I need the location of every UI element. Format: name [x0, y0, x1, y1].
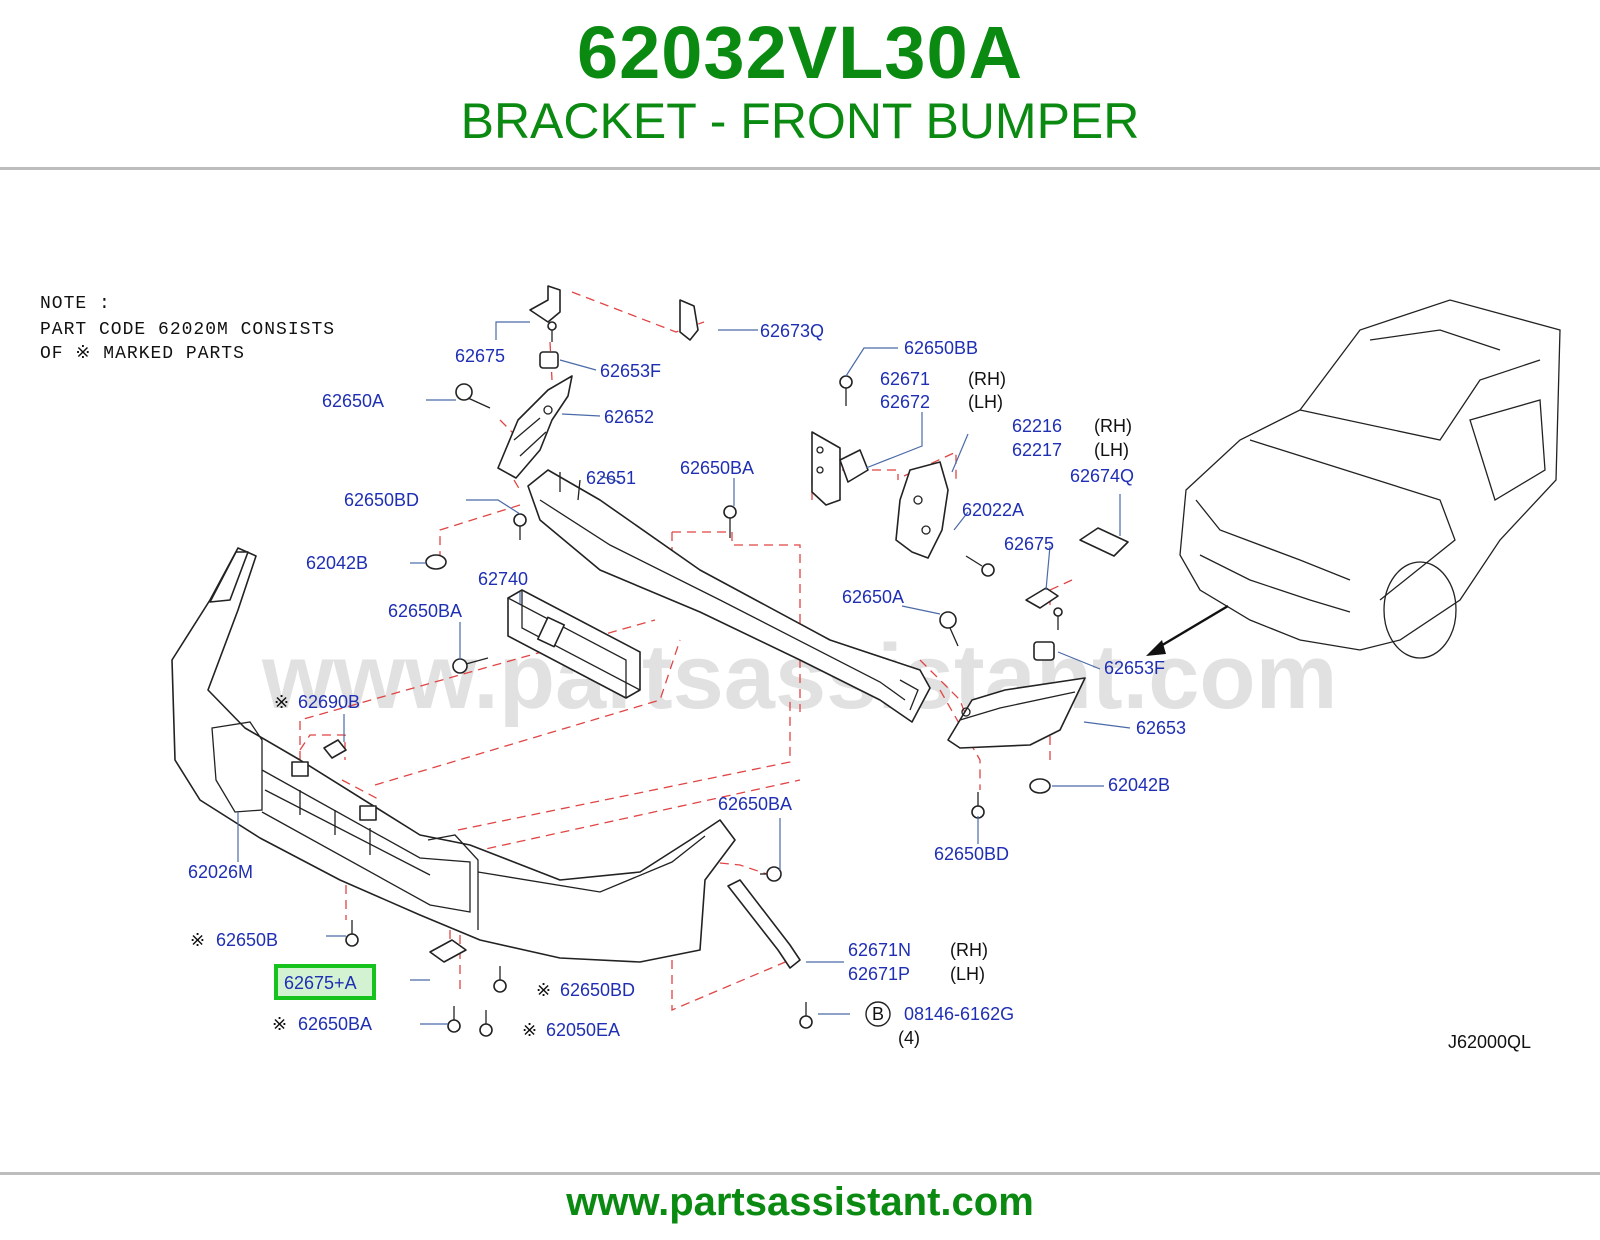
label-62653f-left[interactable]: 62653F — [600, 361, 661, 381]
bracket-62675-top — [529, 285, 561, 323]
label-62217[interactable]: 62217 — [1012, 440, 1062, 460]
label-62216[interactable]: 62216 — [1012, 416, 1062, 436]
label-62650bd-low[interactable]: 62650BD — [560, 980, 635, 1000]
label-rh-62216: (RH) — [1094, 416, 1132, 436]
leader-lines — [237, 321, 1131, 1025]
label-qty-four: (4) — [898, 1028, 920, 1048]
stay-62671 — [811, 431, 869, 506]
bottom-divider — [0, 1172, 1600, 1175]
label-lh-62671p: (LH) — [950, 964, 985, 984]
footer-url[interactable]: www.partsassistant.com — [566, 1180, 1034, 1224]
label-62650ba-bottom[interactable]: 62650BA — [298, 1014, 372, 1034]
direction-arrow-head — [1146, 640, 1166, 656]
star-62690b: ※ — [274, 692, 289, 712]
label-62650bd-right[interactable]: 62650BD — [934, 844, 1009, 864]
stay-62671n — [727, 879, 801, 969]
label-08146-6162g[interactable]: 08146-6162G — [904, 1004, 1014, 1024]
note-line-2: PART CODE 62020M CONSISTS — [40, 320, 335, 340]
label-62675-top[interactable]: 62675 — [455, 346, 505, 366]
label-62042b-right[interactable]: 62042B — [1108, 775, 1170, 795]
vehicle-outline — [1179, 299, 1561, 659]
label-62671n[interactable]: 62671N — [848, 940, 911, 960]
label-62675-right[interactable]: 62675 — [1004, 534, 1054, 554]
nut-62042b-left — [425, 554, 447, 570]
header: 62032VL30A BRACKET - FRONT BUMPER — [0, 0, 1600, 168]
bracket-62675a — [429, 939, 467, 963]
label-62650bb[interactable]: 62650BB — [904, 338, 978, 358]
stopper-62653f-left — [539, 351, 559, 369]
label-62650ba-top[interactable]: 62650BA — [680, 458, 754, 478]
highlight-box[interactable] — [274, 964, 376, 1000]
label-62652[interactable]: 62652 — [604, 407, 654, 427]
note-line-1: NOTE : — [40, 294, 111, 314]
label-62674q[interactable]: 62674Q — [1070, 466, 1134, 486]
label-62022a[interactable]: 62022A — [962, 500, 1024, 520]
label-62650a-mid[interactable]: 62650A — [842, 587, 904, 607]
side-bracket-62653 — [947, 677, 1086, 749]
star-62650ba-low: ※ — [272, 1014, 287, 1034]
bracket-62675-right — [1025, 587, 1059, 609]
star-62650b: ※ — [190, 930, 205, 950]
bumper-tab-left — [291, 761, 309, 777]
bolt-icons — [345, 321, 1063, 1037]
diagram-code: J62000QL — [1448, 1032, 1531, 1052]
label-62740[interactable]: 62740 — [478, 569, 528, 589]
nut-62042b-right — [1029, 778, 1051, 794]
reinforcement-62651 — [527, 469, 931, 723]
label-rh-62671n: (RH) — [950, 940, 988, 960]
label-62050ea[interactable]: 62050EA — [546, 1020, 620, 1040]
label-62673q[interactable]: 62673Q — [760, 321, 824, 341]
label-62690b[interactable]: 62690B — [298, 692, 360, 712]
side-bracket-62652 — [497, 375, 573, 479]
clip-62690b — [323, 739, 347, 759]
bracket-62674q — [1079, 527, 1129, 557]
direction-arrow — [1153, 604, 1229, 652]
star-62050ea: ※ — [522, 1020, 537, 1040]
label-rh-62671: (RH) — [968, 369, 1006, 389]
label-62026m[interactable]: 62026M — [188, 862, 253, 882]
bumper-tab-mid — [359, 805, 377, 821]
label-lh-62672: (LH) — [968, 392, 1003, 412]
label-62651[interactable]: 62651 — [586, 468, 636, 488]
bracket-62673q — [679, 299, 699, 341]
label-62653f-right[interactable]: 62653F — [1104, 658, 1165, 678]
label-62650b[interactable]: 62650B — [216, 930, 278, 950]
label-62671p[interactable]: 62671P — [848, 964, 910, 984]
part-number-title: 62032VL30A — [576, 11, 1024, 94]
label-62650ba-mid[interactable]: 62650BA — [388, 601, 462, 621]
label-lh-62217: (LH) — [1094, 440, 1129, 460]
label-62042b-left[interactable]: 62042B — [306, 553, 368, 573]
bumper-cover-62026m — [171, 547, 736, 963]
label-62653[interactable]: 62653 — [1136, 718, 1186, 738]
top-divider — [0, 167, 1600, 170]
note-line-3: OF ※ MARKED PARTS — [40, 344, 245, 364]
label-62650bd-top[interactable]: 62650BD — [344, 490, 419, 510]
label-62671[interactable]: 62671 — [880, 369, 930, 389]
circle-b-letter: B — [872, 1004, 884, 1024]
label-62675a-highlighted[interactable]: 62675+A — [284, 973, 357, 993]
circle-b-icon — [865, 1001, 891, 1027]
part-name-subtitle: BRACKET - FRONT BUMPER — [460, 93, 1140, 149]
absorber-62740 — [507, 589, 641, 699]
label-62650ba-low[interactable]: 62650BA — [718, 794, 792, 814]
label-62672[interactable]: 62672 — [880, 392, 930, 412]
bracket-62216 — [895, 461, 949, 559]
stopper-62653f-right — [1033, 641, 1055, 661]
star-62650bd-low: ※ — [536, 980, 551, 1000]
label-62650a-top[interactable]: 62650A — [322, 391, 384, 411]
